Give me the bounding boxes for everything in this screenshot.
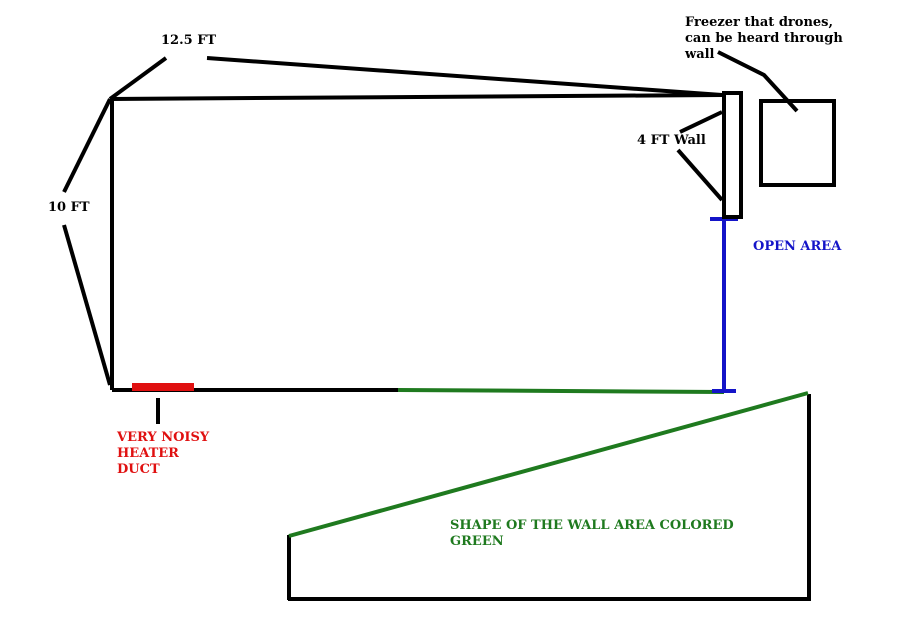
wall-shape-slope — [288, 391, 809, 538]
heater-label: VERY NOISY HEATER DUCT — [117, 430, 210, 477]
width-dimension-left — [108, 56, 168, 101]
four-ft-wall — [722, 91, 743, 219]
four-ft-wall-label: 4 FT Wall — [637, 133, 706, 148]
freezer-box — [759, 99, 836, 187]
width-label: 12.5 FT — [161, 33, 217, 48]
room-top-wall — [109, 93, 723, 101]
open-area-label: OPEN AREA — [753, 239, 842, 254]
height-label: 10 FT — [48, 200, 90, 215]
freezer-label: Freezer that drones, can be heard throug… — [685, 15, 843, 62]
wall-pointer-top — [679, 110, 723, 134]
room-bottom-wall-green — [397, 388, 725, 394]
width-dimension-right — [206, 56, 723, 97]
height-dimension-top — [62, 98, 112, 193]
height-dimension-bottom — [62, 224, 112, 386]
wall-pointer-bottom — [676, 148, 724, 202]
freezer-pointer — [717, 50, 799, 113]
wall-shape-label: SHAPE OF THE WALL AREA COLORED GREEN — [450, 518, 734, 549]
